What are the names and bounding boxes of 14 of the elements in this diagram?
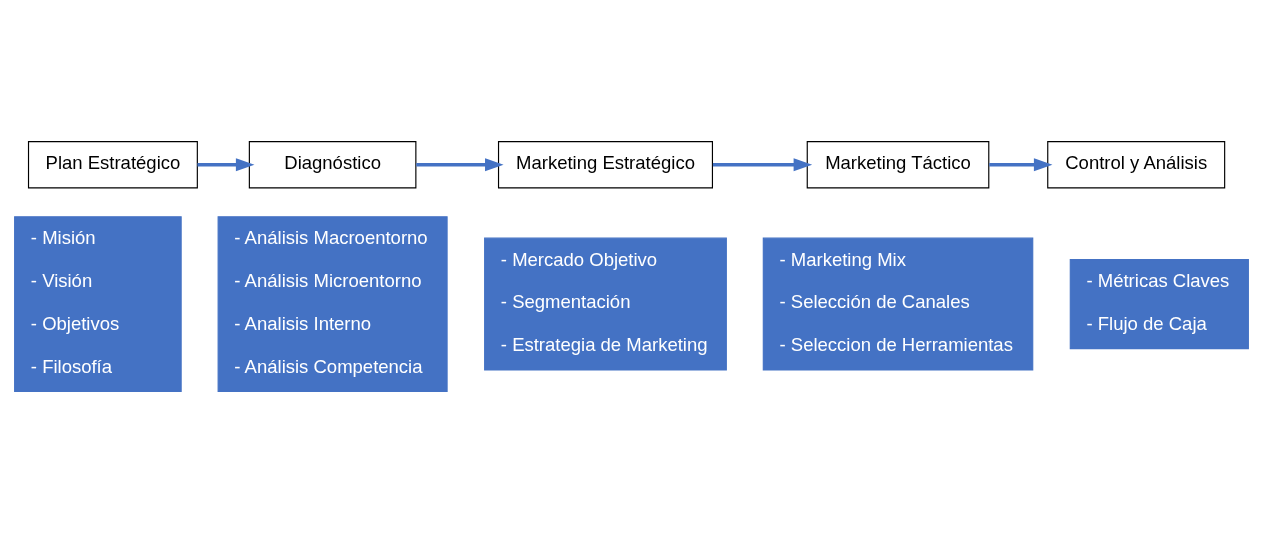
node-box: - Métricas Claves - Flujo de Caja (1069, 259, 1249, 350)
arrow (416, 158, 504, 172)
node-box: Marketing Táctico (806, 141, 990, 189)
node-box: Diagnóstico (248, 141, 417, 189)
arrow (197, 158, 255, 172)
node-box: Plan Estratégico (27, 141, 198, 189)
node-box: - Marketing Mix - Selección de Canales - Seleccion de Herramientas (762, 237, 1034, 371)
node-box: - Misión - Visión - Objetivos - Filosofía (14, 216, 182, 392)
node-box: Control y Análisis (1047, 141, 1226, 189)
node-box: Marketing Estratégico (497, 141, 714, 189)
arrow (712, 158, 813, 172)
node-box: - Análisis Macroentorno - Análisis Microentorno - Analisis Interno - Análisis Competencia (217, 216, 448, 392)
node-box: - Mercado Objetivo - Segmentación - Estrategia de Marketing (484, 237, 727, 371)
arrow (989, 158, 1053, 172)
